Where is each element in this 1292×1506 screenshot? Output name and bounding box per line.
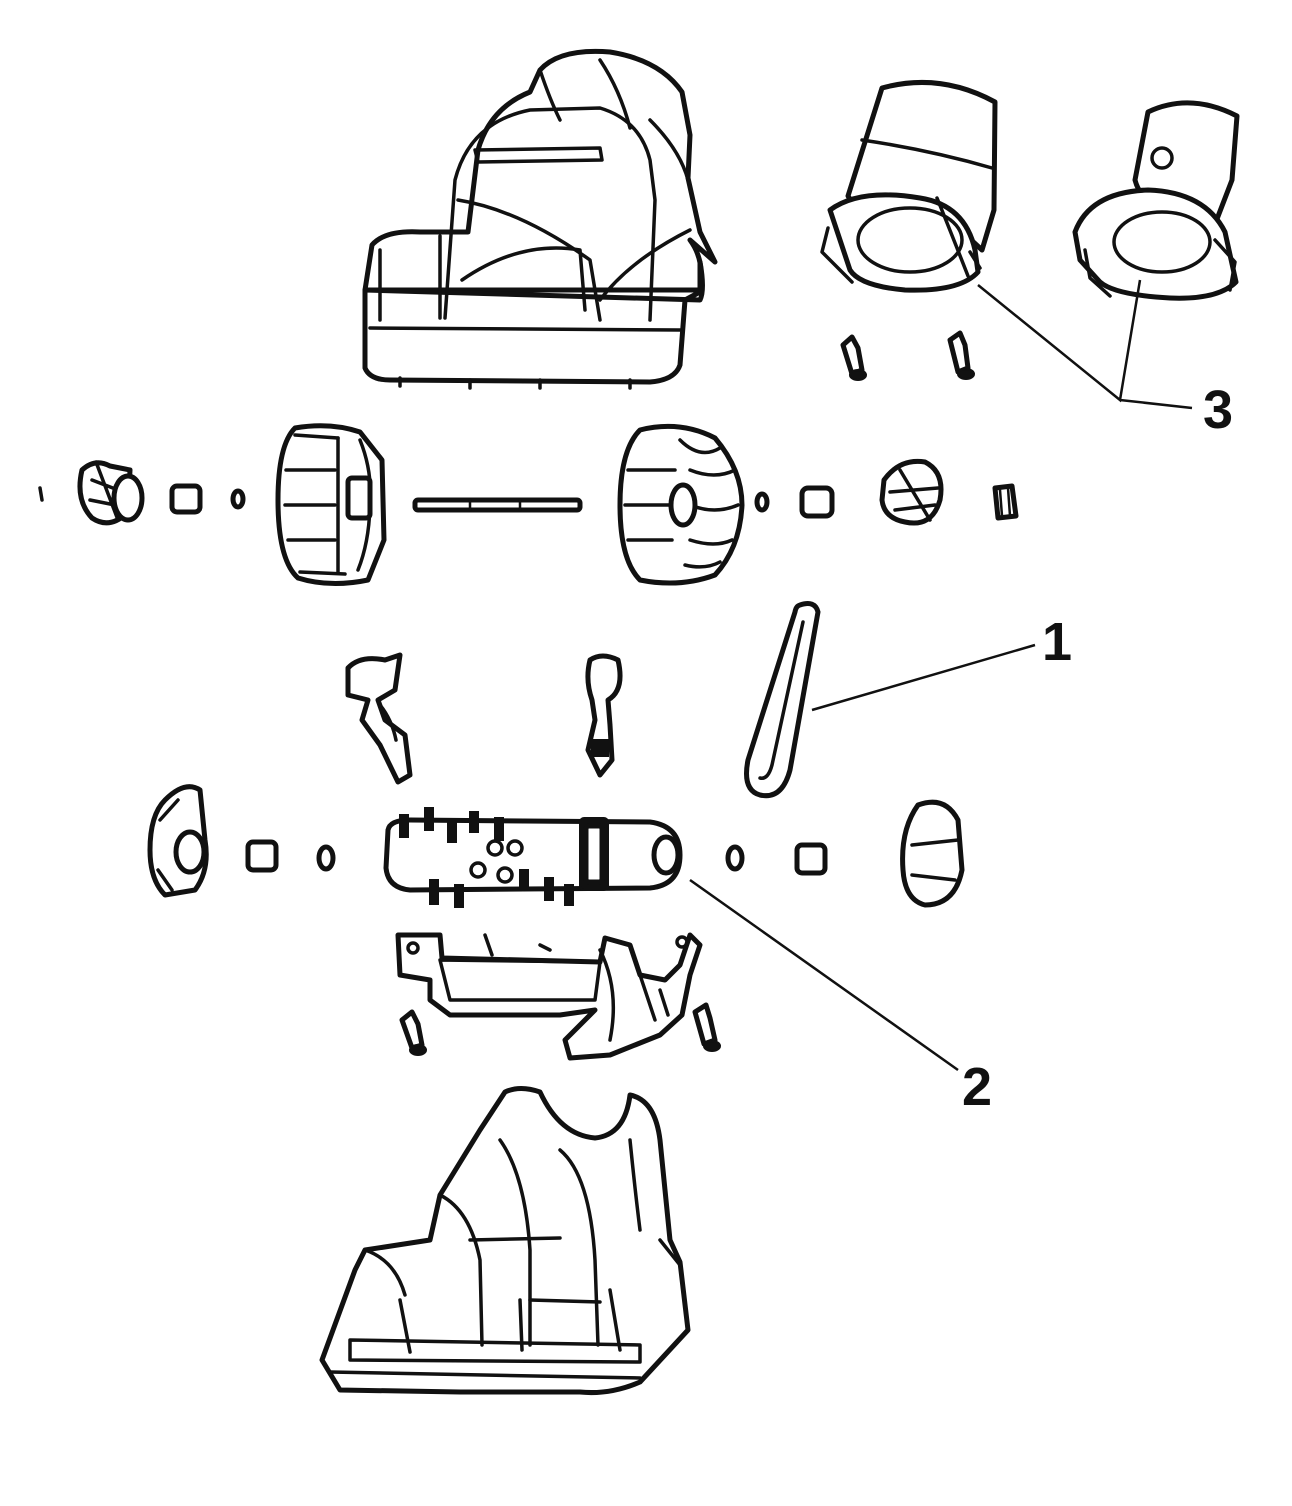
brush-clip-left xyxy=(345,652,413,785)
callout-2: 2 xyxy=(962,1057,992,1117)
screw-housing-right xyxy=(692,1002,721,1052)
drive-belt xyxy=(744,601,821,799)
leader-3 xyxy=(977,279,1193,410)
screw-top-left xyxy=(840,334,867,381)
base-housing xyxy=(319,1086,691,1395)
screw-top-right xyxy=(947,330,975,380)
screw-housing-left xyxy=(399,1009,427,1056)
hood-cover xyxy=(362,48,718,390)
leader-1 xyxy=(811,643,1036,712)
brushroll-row xyxy=(147,784,965,908)
callout-3: 3 xyxy=(1203,380,1233,440)
neck-joint-right xyxy=(1072,100,1240,301)
leader-2 xyxy=(689,878,959,1072)
neck-joint-left xyxy=(820,79,998,293)
callout-1: 1 xyxy=(1042,612,1072,672)
brushroll-housing xyxy=(395,932,703,1061)
brush-clip-right xyxy=(585,653,623,778)
axle-row xyxy=(38,423,1019,587)
leader-lines xyxy=(689,279,1193,1072)
